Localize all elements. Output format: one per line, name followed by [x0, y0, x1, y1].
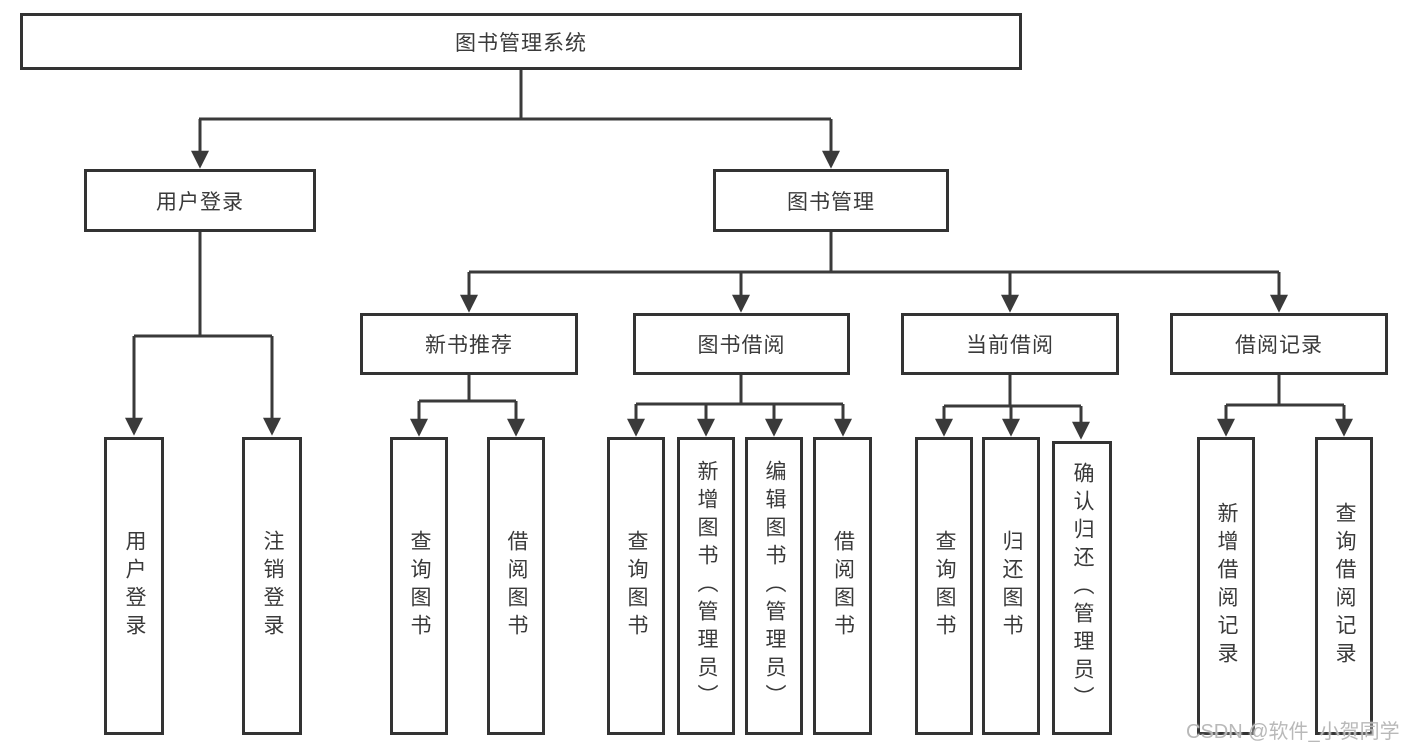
leaf-query-books-1-label: 查询图书 — [408, 530, 431, 642]
leaf-add-books-admin-label: 新增图书（管理员） — [695, 460, 718, 712]
leaf-return-books: 归还图书 — [982, 437, 1040, 735]
leaf-borrow-books-1-label: 借阅图书 — [505, 530, 528, 642]
node-borrowing-records: 借阅记录 — [1170, 313, 1388, 375]
leaf-user-login: 用户登录 — [104, 437, 164, 735]
leaf-return-books-label: 归还图书 — [1000, 530, 1023, 642]
leaf-edit-books-admin: 编辑图书（管理员） — [745, 437, 803, 735]
leaf-borrow-books-1: 借阅图书 — [487, 437, 545, 735]
leaf-confirm-return-admin-label: 确认归还（管理员） — [1071, 462, 1094, 714]
node-user-login: 用户登录 — [84, 169, 316, 232]
leaf-confirm-return-admin: 确认归还（管理员） — [1052, 441, 1112, 735]
node-current-borrowing-label: 当前借阅 — [966, 334, 1054, 357]
leaf-borrow-books-2-label: 借阅图书 — [831, 530, 855, 642]
node-book-management-label: 图书管理 — [787, 190, 875, 214]
node-book-management: 图书管理 — [713, 169, 949, 232]
node-user-login-label: 用户登录 — [156, 190, 244, 214]
node-book-borrowing-label: 图书借阅 — [697, 334, 786, 357]
leaf-query-books-2: 查询图书 — [607, 437, 665, 735]
leaf-query-books-1: 查询图书 — [390, 437, 448, 735]
node-new-book-recommend-label: 新书推荐 — [425, 334, 513, 357]
leaf-add-borrow-record-label: 新增借阅记录 — [1215, 502, 1238, 670]
leaf-query-books-3-label: 查询图书 — [933, 530, 956, 642]
node-root: 图书管理系统 — [20, 13, 1022, 70]
leaf-query-borrow-record: 查询借阅记录 — [1315, 437, 1373, 735]
node-new-book-recommend: 新书推荐 — [360, 313, 578, 375]
node-borrowing-records-label: 借阅记录 — [1235, 334, 1323, 357]
leaf-borrow-books-2: 借阅图书 — [813, 437, 872, 735]
leaf-user-login-label: 用户登录 — [123, 530, 146, 642]
node-current-borrowing: 当前借阅 — [901, 313, 1119, 375]
leaf-add-borrow-record: 新增借阅记录 — [1197, 437, 1255, 735]
leaf-add-books-admin: 新增图书（管理员） — [677, 437, 735, 735]
leaf-query-books-2-label: 查询图书 — [625, 530, 648, 642]
leaf-query-borrow-record-label: 查询借阅记录 — [1333, 502, 1356, 670]
node-root-label: 图书管理系统 — [455, 31, 587, 55]
leaf-edit-books-admin-label: 编辑图书（管理员） — [763, 460, 786, 712]
node-book-borrowing: 图书借阅 — [633, 313, 850, 375]
leaf-query-books-3: 查询图书 — [915, 437, 973, 735]
csdn-watermark: CSDN @软件_小贺同学 — [1186, 721, 1400, 743]
leaf-logout: 注销登录 — [242, 437, 302, 735]
leaf-logout-label: 注销登录 — [261, 530, 284, 642]
